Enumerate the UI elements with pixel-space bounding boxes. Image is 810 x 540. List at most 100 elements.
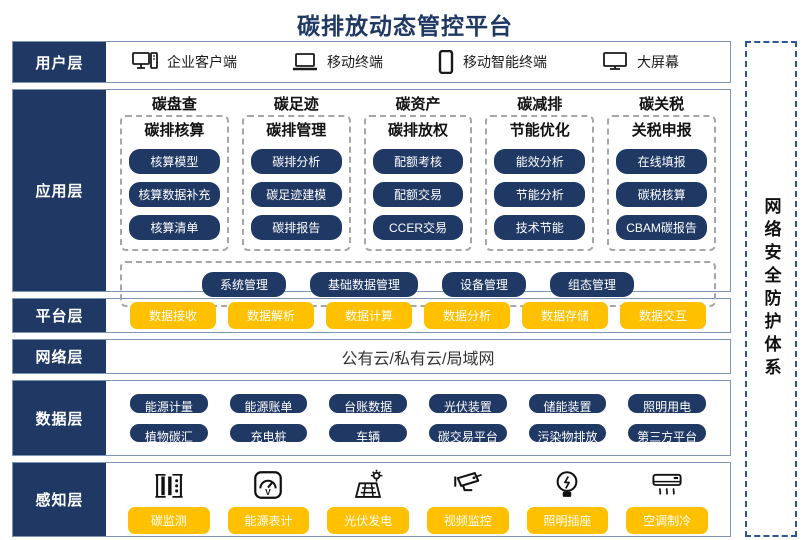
user-layer-row: 用户层 企业客户端 移动终端: [12, 41, 731, 83]
data-layer-content: 能源计量 能源账单 台账数据 光伏装置 储能装置 照明用电 植物碳汇 充电桩 车…: [106, 381, 730, 455]
app-column-carbon-inventory: 碳盘查 碳排核算 核算模型 核算数据补充 核算清单: [120, 95, 229, 251]
network-security-label: 网络安全防护体系: [761, 197, 781, 381]
user-item-mobile-terminal: 移动终端: [292, 52, 383, 72]
sense-button: 视频监控: [426, 507, 509, 534]
data-source-button: 能源计量: [130, 394, 208, 413]
app-column-subtitle: 节能优化: [509, 122, 570, 139]
air-conditioner-icon: [650, 468, 684, 502]
data-source-button: 储能装置: [528, 394, 607, 413]
app-column-title: 碳盘查: [151, 96, 197, 113]
data-source-button: 车辆: [329, 423, 407, 442]
app-module-button: 核算数据补充: [129, 182, 220, 207]
app-column-box: 关税申报 在线填报 碳税核算 CBAM碳报告: [607, 115, 716, 251]
app-column-title: 碳资产: [395, 96, 441, 113]
app-column-box: 碳排核算 核算模型 核算数据补充 核算清单: [120, 115, 229, 251]
cctv-camera-icon: [451, 468, 485, 502]
platform-button: 数据分析: [424, 302, 510, 329]
app-module-button: 核算清单: [129, 215, 220, 240]
app-columns: 碳盘查 碳排核算 核算模型 核算数据补充 核算清单 碳足迹 碳排管理 碳排分析: [106, 90, 730, 251]
app-module-button: 能效分析: [494, 149, 586, 174]
platform-layer-label: 平台层: [13, 299, 106, 332]
platform-button: 数据计算: [326, 302, 412, 329]
perception-layer-row: 感知层 碳监测 V 能源表计: [12, 462, 731, 537]
platform-layer-content: 数据接收 数据解析 数据计算 数据分析 数据存储 数据交互: [106, 299, 730, 332]
data-source-button: 污染物排放: [528, 423, 607, 442]
app-column-subtitle: 碳排管理: [266, 122, 327, 139]
app-module-button: 碳税核算: [616, 182, 707, 207]
app-bottom-box: 系统管理 基础数据管理 设备管理 组态管理: [120, 261, 716, 307]
user-item-label: 企业客户端: [167, 54, 237, 70]
app-column-subtitle: 关税申报: [631, 122, 692, 139]
big-screen-icon: [602, 51, 628, 73]
app-column-title: 碳足迹: [273, 96, 319, 113]
app-layer-row: 应用层 碳盘查 碳排核算 核算模型 核算数据补充 核算清单 碳足迹: [12, 89, 731, 307]
app-bottom-button: 组态管理: [550, 271, 635, 297]
network-layer-text: 公有云/私有云/局域网: [341, 350, 495, 368]
perception-layer-label: 感知层: [13, 463, 106, 536]
data-source-button: 充电桩: [229, 423, 308, 442]
app-column-carbon-footprint: 碳足迹 碳排管理 碳排分析 碳足迹建模 碳排报告: [241, 95, 351, 251]
desktop-pc-icon: [132, 51, 158, 73]
data-layer-label: 数据层: [13, 381, 106, 455]
sense-item-light-socket: 照明插座: [526, 468, 609, 534]
app-bottom-button: 系统管理: [201, 271, 286, 297]
sense-button: 空调制冷: [626, 507, 708, 534]
sense-button: 光伏发电: [327, 507, 409, 534]
solar-power-icon: [351, 468, 385, 502]
light-socket-icon: [550, 468, 584, 502]
data-source-button: 照明用电: [628, 394, 706, 413]
user-item-label: 大屏幕: [637, 54, 679, 70]
sense-button: 碳监测: [128, 507, 210, 534]
app-module-button: 技术节能: [494, 215, 586, 240]
smartphone-icon: [438, 50, 454, 74]
layer-stack: 用户层 企业客户端 移动终端: [12, 41, 731, 537]
sense-item-solar-power: 光伏发电: [327, 468, 409, 534]
user-item-big-screen: 大屏幕: [602, 51, 679, 73]
platform-button: 数据存储: [522, 302, 608, 329]
app-layer-content: 碳盘查 碳排核算 核算模型 核算数据补充 核算清单 碳足迹 碳排管理 碳排分析: [106, 90, 730, 307]
platform-button: 数据解析: [228, 302, 314, 329]
app-bottom-button: 基础数据管理: [309, 271, 418, 297]
laptop-icon: [292, 52, 318, 72]
app-column-carbon-reduction: 碳减排 节能优化 能效分析 节能分析 技术节能: [485, 95, 595, 251]
app-column-title: 碳减排: [517, 96, 563, 113]
sense-item-carbon-monitor: 碳监测: [128, 468, 210, 534]
sense-item-air-conditioner: 空调制冷: [626, 468, 708, 534]
network-layer-label: 网络层: [13, 340, 106, 373]
user-layer-content: 企业客户端 移动终端 移动智能终端: [106, 42, 730, 82]
app-module-button: CBAM碳报告: [616, 215, 707, 240]
perception-layer-content: 碳监测 V 能源表计 光伏发电: [106, 463, 730, 536]
app-layer-label: 应用层: [13, 90, 106, 291]
app-module-button: 配额考核: [372, 149, 464, 174]
app-module-button: 碳排报告: [250, 215, 342, 240]
app-bottom-button: 设备管理: [442, 271, 527, 297]
network-layer-row: 网络层 公有云/私有云/局域网: [12, 339, 731, 374]
data-source-button: 光伏装置: [428, 394, 507, 413]
app-module-button: 碳足迹建模: [250, 182, 342, 207]
data-source-button: 植物碳汇: [130, 423, 208, 442]
app-column-title: 碳关税: [639, 96, 685, 113]
energy-meter-icon: V: [251, 468, 285, 502]
app-column-box: 节能优化 能效分析 节能分析 技术节能: [485, 115, 595, 251]
app-module-button: 在线填报: [616, 149, 707, 174]
data-source-button: 第三方平台: [628, 423, 706, 442]
app-column-subtitle: 碳排放权: [387, 122, 448, 139]
page-title: 碳排放动态管控平台: [297, 13, 513, 39]
app-column-box: 碳排管理 碳排分析 碳足迹建模 碳排报告: [241, 115, 351, 251]
sense-item-energy-meter: V 能源表计: [227, 468, 310, 534]
app-column-box: 碳排放权 配额考核 配额交易 CCER交易: [363, 115, 473, 251]
diagram-layout: 用户层 企业客户端 移动终端: [12, 41, 797, 537]
data-source-button: 能源账单: [229, 394, 308, 413]
platform-button: 数据交互: [620, 302, 706, 329]
user-item-enterprise-client: 企业客户端: [132, 51, 237, 73]
app-column-subtitle: 碳排核算: [144, 122, 205, 139]
app-module-button: 核算模型: [129, 149, 220, 174]
platform-button: 数据接收: [130, 302, 216, 329]
user-item-label: 移动终端: [327, 54, 383, 70]
carbon-monitor-icon: [152, 468, 186, 502]
app-module-button: 碳排分析: [250, 149, 342, 174]
svg-text:V: V: [266, 487, 272, 497]
app-module-button: 配额交易: [372, 182, 464, 207]
app-column-carbon-tariff: 碳关税 关税申报 在线填报 碳税核算 CBAM碳报告: [607, 95, 716, 251]
sense-item-video-surveillance: 视频监控: [426, 468, 509, 534]
